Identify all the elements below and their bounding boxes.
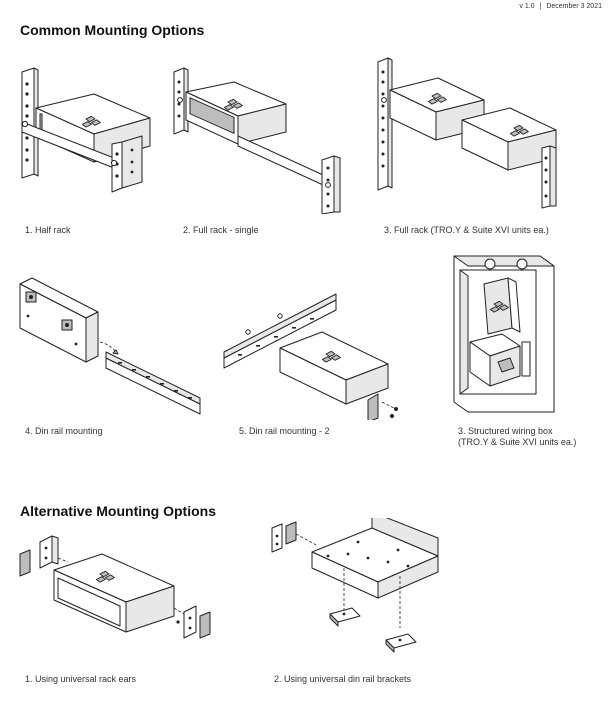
- caption-din-rail: 4. Din rail mounting: [25, 426, 103, 436]
- version-separator: |: [539, 3, 542, 10]
- caption-full-rack-double: 3. Full rack (TRO.Y & Suite XVI units ea…: [384, 225, 549, 235]
- version-date: v 1.0 | December 3 2021: [519, 3, 602, 10]
- version-label: v 1.0: [519, 3, 535, 10]
- caption-din-rail-2: 5. Din rail mounting - 2: [239, 426, 330, 436]
- caption-din-brackets: 2. Using universal din rail brackets: [274, 674, 412, 684]
- rack-ears-illustration: [19, 535, 211, 639]
- caption-rack-ears: 1. Using universal rack ears: [25, 674, 137, 684]
- din-rail-illustration: [19, 277, 201, 415]
- alternative-options-title: Alternative Mounting Options: [20, 503, 216, 519]
- caption-full-rack-single: 2. Full rack - single: [183, 225, 259, 235]
- caption-wiring-box-line2: (TRO.Y & Suite XVI units ea.): [458, 437, 577, 447]
- half-rack-illustration: [21, 67, 151, 193]
- din-rail-2-illustration: [223, 293, 398, 420]
- common-options-title: Common Mounting Options: [20, 22, 205, 38]
- date-label: December 3 2021: [546, 3, 602, 10]
- full-rack-single-illustration: [173, 67, 341, 214]
- full-rack-double-illustration: [377, 57, 557, 209]
- caption-wiring-box-line1: 3. Structured wiring box: [458, 426, 553, 436]
- din-brackets-illustration: [271, 518, 439, 653]
- caption-half-rack: 1. Half rack: [25, 225, 71, 235]
- wiring-box-illustration: [453, 255, 555, 413]
